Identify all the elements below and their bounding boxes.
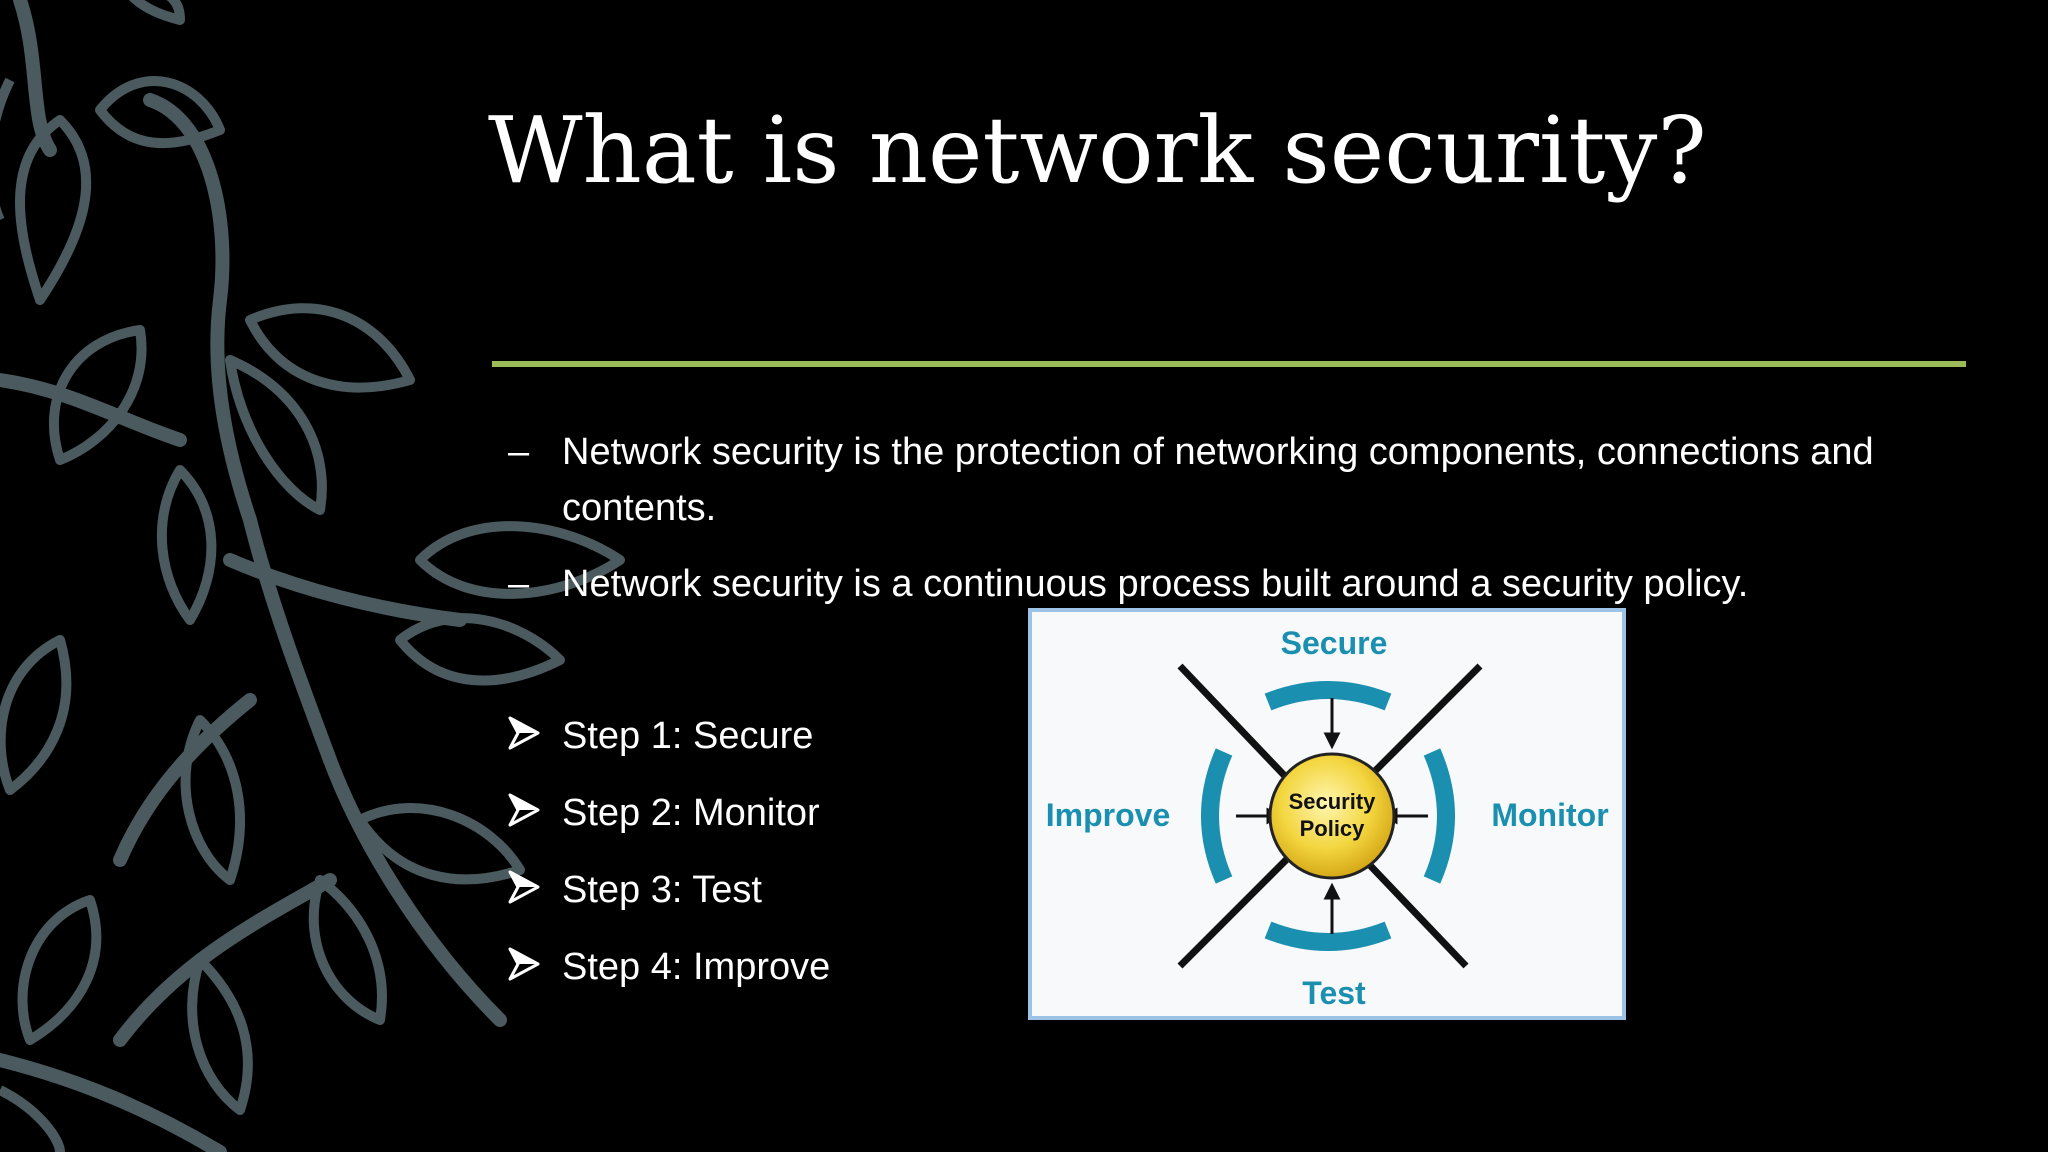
arrow-bullet-icon — [508, 716, 540, 750]
step-item: Step 2: Monitor — [508, 785, 1008, 862]
security-policy-circle — [1268, 752, 1396, 880]
arrow-bullet-icon — [508, 947, 540, 981]
step-text: Step 3: Test — [562, 869, 762, 911]
slide-title: What is network security? — [488, 97, 1707, 204]
monitor-label: Monitor — [1491, 797, 1608, 833]
bullet-text: Network security is a continuous process… — [562, 563, 1749, 605]
security-wheel-diagram: Security Policy Secure Monitor Test Impr… — [1028, 608, 1626, 1020]
arrow-bullet-icon — [508, 870, 540, 904]
bullet-item: – Network security is the protection of … — [508, 424, 1968, 536]
bullet-item: – Network security is a continuous proce… — [508, 556, 1968, 612]
step-item: Step 4: Improve — [508, 939, 1008, 1016]
vine-decoration — [0, 0, 625, 1152]
step-item: Step 1: Secure — [508, 708, 1008, 785]
dash-marker: – — [508, 431, 530, 473]
secure-label: Secure — [1281, 625, 1388, 661]
bullet-list: – Network security is the protection of … — [508, 424, 1968, 632]
center-label-line2: Policy — [1300, 816, 1366, 841]
improve-label: Improve — [1046, 797, 1170, 833]
title-divider — [492, 361, 1966, 367]
step-item: Step 3: Test — [508, 862, 1008, 939]
steps-list: Step 1: Secure Step 2: Monitor Step 3: T… — [508, 708, 1008, 1016]
step-text: Step 4: Improve — [562, 946, 831, 988]
center-label-line1: Security — [1289, 789, 1377, 814]
step-text: Step 2: Monitor — [562, 792, 820, 834]
arrow-bullet-icon — [508, 793, 540, 827]
step-text: Step 1: Secure — [562, 715, 814, 757]
test-label: Test — [1302, 975, 1366, 1011]
bullet-text: Network security is the protection of ne… — [562, 431, 1874, 529]
dash-marker: – — [508, 563, 530, 605]
